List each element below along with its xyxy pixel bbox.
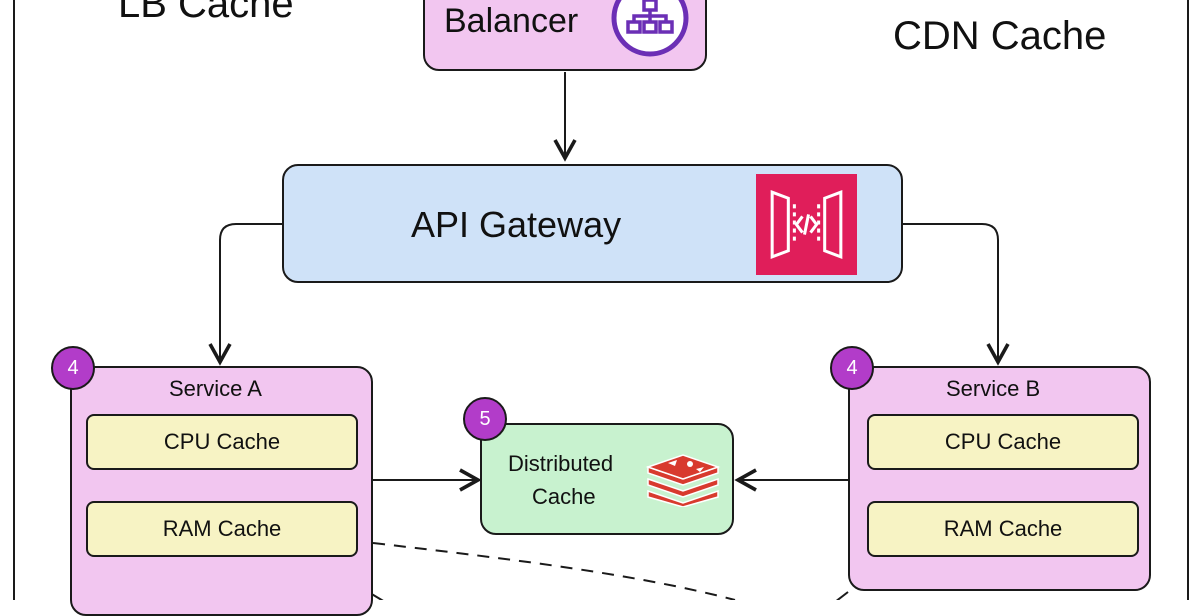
service-b-cpu-cache[interactable]: CPU Cache: [867, 414, 1139, 470]
service-b-badge: 4: [830, 346, 874, 390]
outer-frame: [13, 0, 1189, 600]
service-a-cpu-cache[interactable]: CPU Cache: [86, 414, 358, 470]
gateway-to-service-a-arrow: [208, 223, 282, 366]
cdn-cache-label: CDN Cache: [893, 14, 1107, 58]
service-b-title: Service B: [946, 376, 1041, 401]
service-a-title: Service A: [169, 376, 262, 401]
distributed-cache-line1: Distributed: [508, 451, 614, 476]
load-balancer-box[interactable]: Balancer: [423, 0, 707, 71]
service-a-badge: 4: [51, 346, 95, 390]
distributed-cache-line2: Cache: [532, 484, 596, 509]
load-balancer-label: Balancer: [444, 2, 579, 40]
distributed-cache-badge: 5: [463, 397, 507, 441]
redis-stack-icon: [644, 451, 722, 508]
api-gateway-label: API Gateway: [411, 204, 622, 245]
service-a-box[interactable]: Service A CPU Cache RAM Cache: [70, 366, 373, 616]
gateway-to-service-b-arrow: [903, 223, 1010, 366]
service-b-box[interactable]: Service B CPU Cache RAM Cache: [848, 366, 1151, 591]
service-a-ram-cache[interactable]: RAM Cache: [86, 501, 358, 557]
distributed-cache-box[interactable]: Distributed Cache: [480, 423, 734, 535]
network-hierarchy-icon: [610, 0, 690, 58]
service-b-ram-cache[interactable]: RAM Cache: [867, 501, 1139, 557]
connector-layer: [13, 0, 1189, 600]
service-b-down-line: [835, 591, 849, 600]
api-gateway-icon: [756, 174, 857, 275]
architecture-diagram: LB Cache CDN Cache Balancer API Gateway: [13, 0, 1189, 616]
api-gateway-box[interactable]: API Gateway: [282, 164, 903, 283]
lb-cache-label: LB Cache: [118, 0, 294, 26]
dashed-link: [372, 542, 736, 600]
